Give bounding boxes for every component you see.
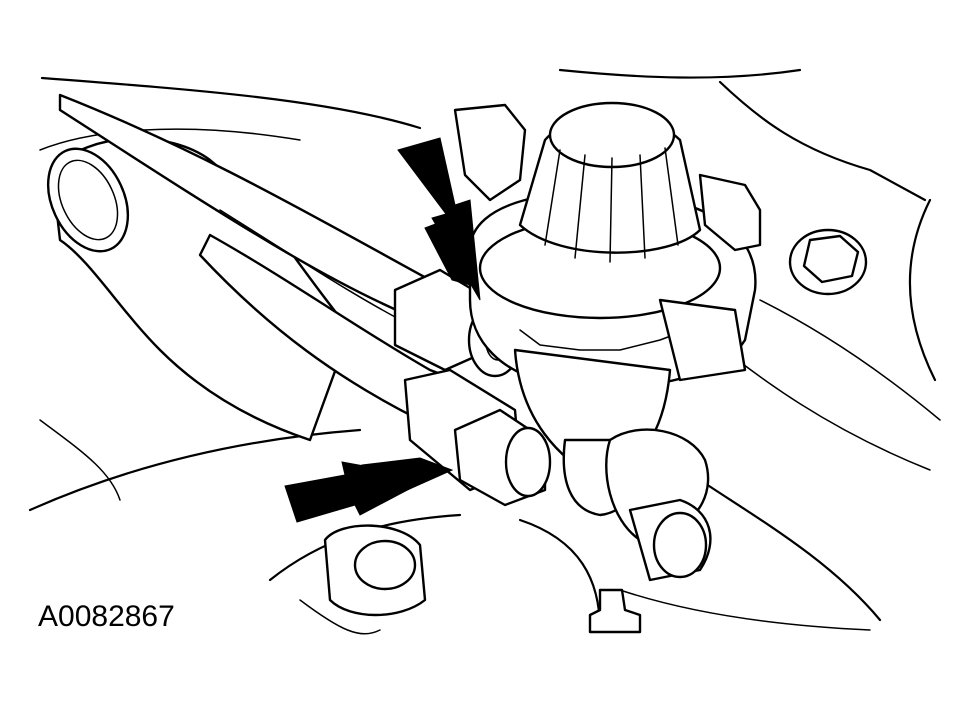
connector-bracket	[453, 103, 762, 382]
upper-arrow-2	[424, 213, 471, 286]
lower-fitting	[323, 524, 642, 634]
callout-arrows	[284, 137, 481, 523]
hex-bolt	[788, 228, 868, 296]
figure-id-label: A0082867	[38, 600, 175, 633]
outlet-port	[605, 428, 712, 582]
lower-arrow-2	[361, 457, 454, 504]
